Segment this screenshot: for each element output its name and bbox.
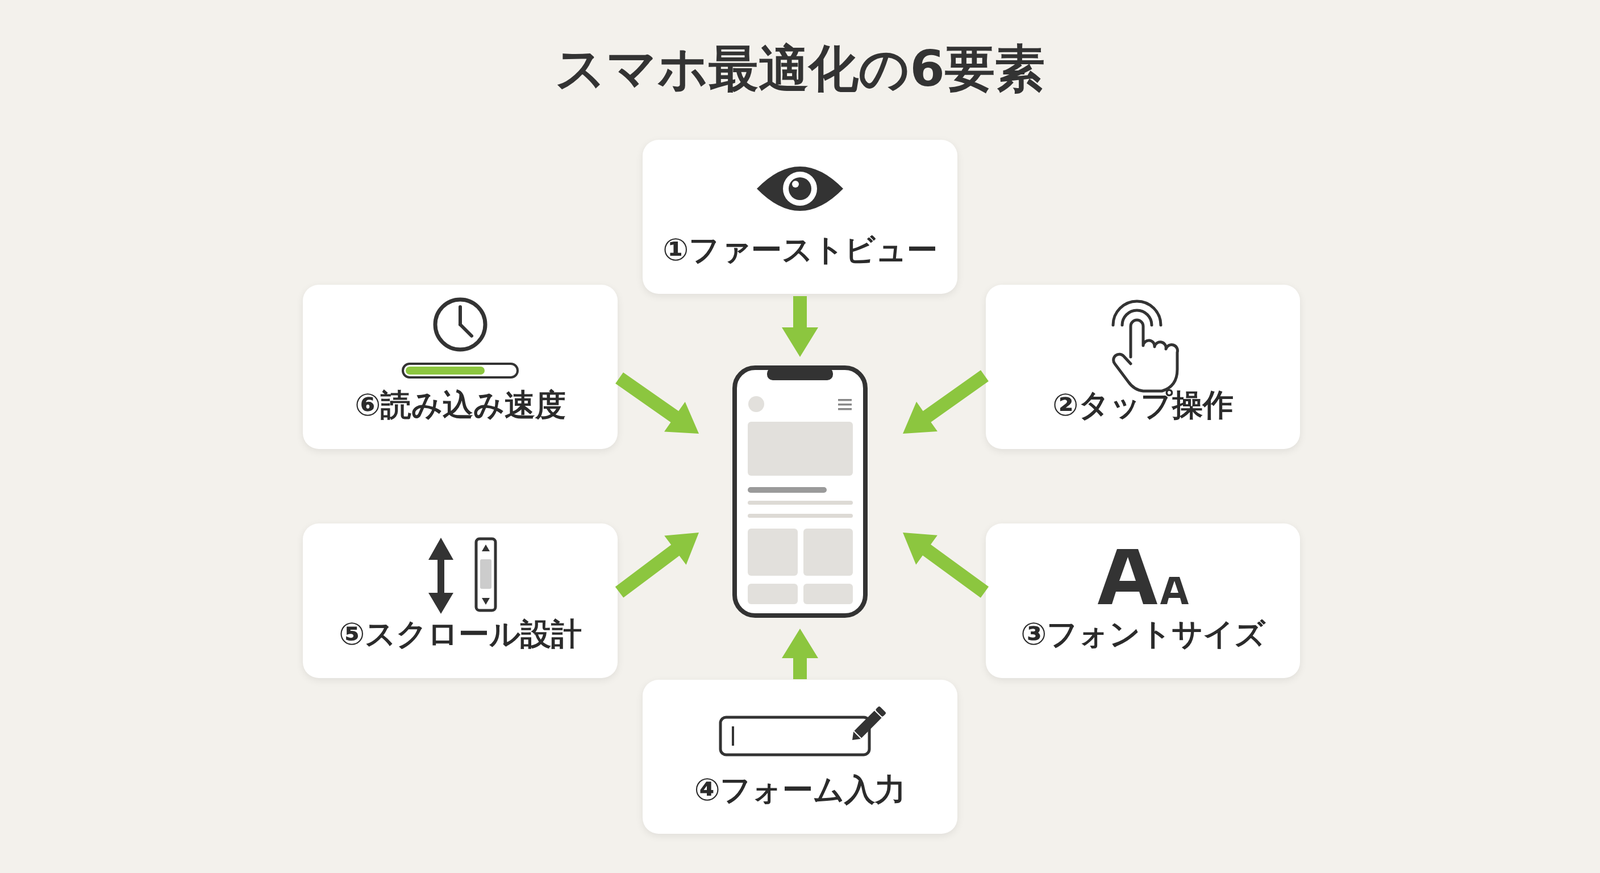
pencil-tip	[848, 731, 861, 744]
element-box: ④フォーム入力	[642, 679, 958, 834]
pointer-arrow	[615, 532, 699, 598]
element-label: ②タップ操作	[1052, 384, 1234, 427]
text-cursor	[731, 726, 735, 746]
pointer-arrow	[781, 296, 819, 357]
text-line	[747, 500, 853, 505]
pencil-symbol	[848, 705, 887, 744]
hero-block	[747, 421, 853, 476]
clock-hand	[460, 324, 472, 336]
tap-icon	[1113, 301, 1178, 391]
pointer-arrow	[781, 628, 819, 679]
element-label: ④フォーム入力	[694, 769, 907, 811]
scrollbar-arrow	[481, 597, 490, 605]
card-block	[747, 583, 798, 604]
element-label: ⑤スクロール設計	[338, 613, 582, 656]
scrollbar-arrow	[481, 544, 490, 552]
diagram-title: スマホ最適化の6要素	[0, 35, 1600, 103]
scrollbar-track	[476, 538, 496, 611]
small-letter-shape	[1160, 576, 1189, 604]
text-line	[747, 513, 853, 518]
form-icon	[720, 705, 887, 755]
phone-illustration	[734, 367, 866, 616]
eye-highlight	[792, 180, 799, 188]
pencil-eraser	[875, 705, 887, 718]
text-line	[747, 486, 827, 493]
menu-line	[838, 407, 852, 411]
phone-notch	[767, 367, 833, 381]
progress-bar	[402, 363, 518, 378]
scrollbar-thumb	[480, 559, 492, 589]
element-box: ⑥読み込み速度	[302, 284, 618, 449]
clock-hand	[458, 306, 462, 325]
tap-ripple	[1113, 301, 1161, 325]
element-box: ⑤スクロール設計	[302, 523, 618, 678]
menu-line	[838, 398, 852, 402]
scroll-icon	[428, 537, 496, 614]
font-size-icon	[1097, 548, 1189, 604]
pointer-arrow	[902, 369, 989, 434]
element-box: ②タップ操作	[985, 284, 1300, 449]
element-box: ③フォントサイズ	[985, 523, 1300, 678]
clock-face	[435, 299, 486, 350]
arrow-head	[428, 592, 454, 614]
card-block	[747, 528, 798, 576]
arrow-head	[428, 537, 454, 560]
hand-shape	[1113, 319, 1178, 391]
element-label: ③フォントサイズ	[1020, 613, 1266, 656]
element-box: ①ファーストビュー	[642, 139, 958, 294]
pencil-body	[854, 710, 882, 738]
card-block	[803, 583, 853, 604]
eye-iris	[782, 171, 818, 206]
clock-icon	[402, 299, 518, 378]
menu-line	[838, 403, 852, 406]
eye-pupil	[788, 177, 812, 200]
pointer-arrow	[902, 532, 989, 598]
pointer-arrow	[615, 372, 699, 434]
eye-shape	[756, 166, 844, 211]
tap-ripple	[1122, 310, 1152, 325]
arrow-group	[615, 296, 989, 679]
arrow-shaft	[437, 553, 445, 600]
large-letter-shape	[1097, 548, 1158, 604]
element-label: ①ファーストビュー	[662, 229, 938, 272]
element-label: ⑥読み込み速度	[354, 384, 566, 427]
card-block	[803, 528, 853, 576]
progress-fill	[405, 366, 485, 375]
eye-icon	[756, 166, 844, 211]
input-field	[720, 717, 870, 755]
phone-body	[734, 367, 866, 616]
avatar-dot	[748, 396, 765, 412]
